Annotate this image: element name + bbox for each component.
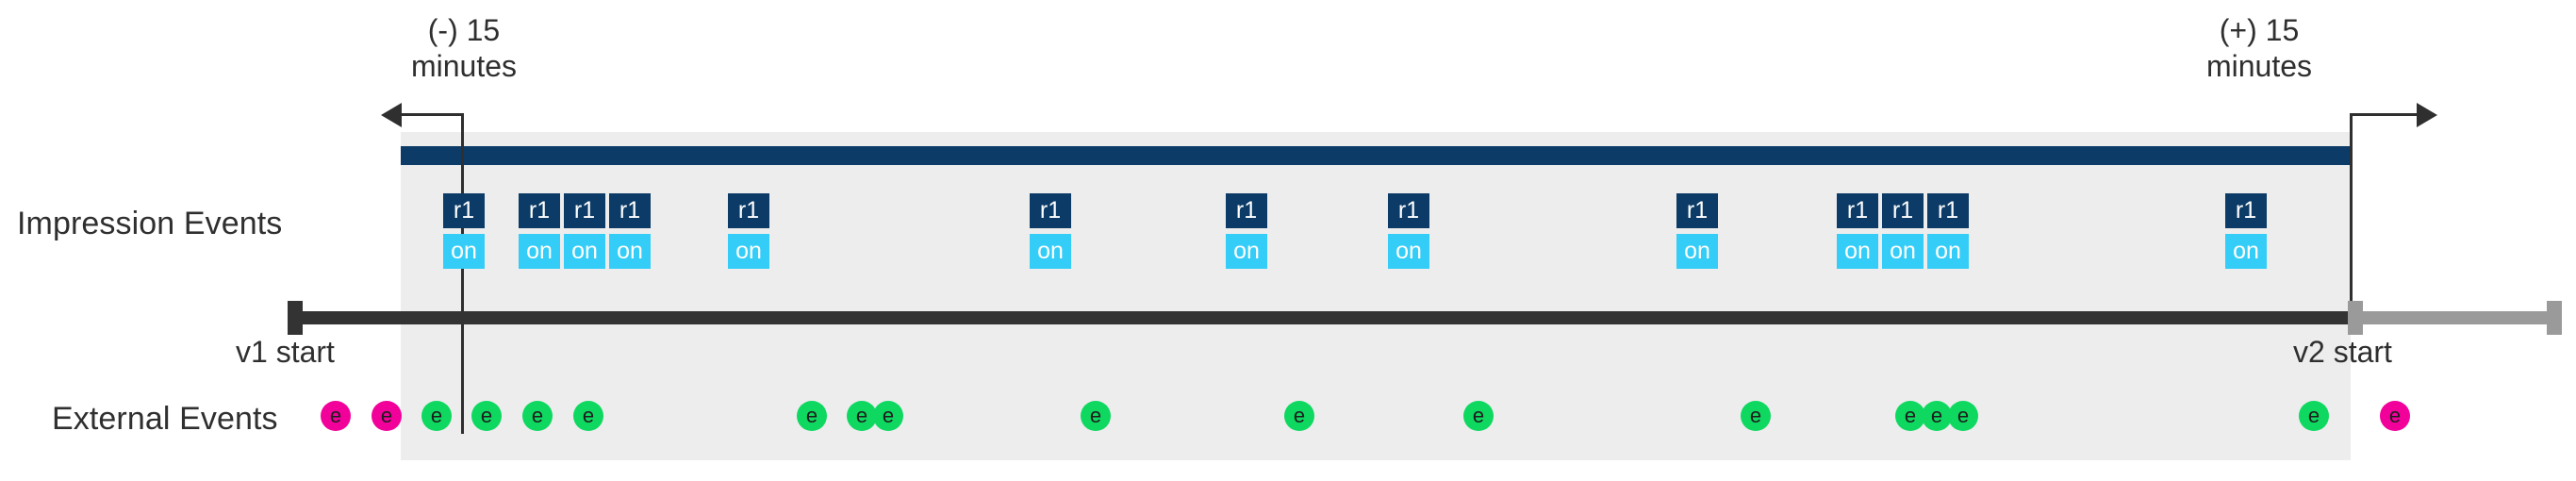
left-arrow-icon <box>381 103 402 127</box>
plus-15-minutes-callout: (+) 15 minutes <box>2137 13 2382 85</box>
v2-start-label: v2 start <box>2293 335 2392 369</box>
right-arrow-icon <box>2417 103 2437 127</box>
state-badge: on <box>564 234 605 269</box>
state-badge: on <box>1676 234 1718 269</box>
window-start-guide-line <box>461 113 464 434</box>
state-badge: on <box>1226 234 1267 269</box>
external-event-dot[interactable]: e <box>372 401 402 431</box>
state-badge: on <box>1030 234 1071 269</box>
request-badge: r1 <box>2225 193 2267 228</box>
impression-event-stack[interactable]: r1 on <box>564 193 605 269</box>
external-event-dot[interactable]: e <box>1922 401 1952 431</box>
impression-event-stack[interactable]: r1 on <box>443 193 485 269</box>
v2-axis-segment <box>2354 311 2562 324</box>
external-event-dot[interactable]: e <box>522 401 553 431</box>
external-event-dot[interactable]: e <box>873 401 903 431</box>
attribution-window-band <box>401 132 2351 460</box>
impression-events-label: Impression Events <box>17 206 283 241</box>
request-badge: r1 <box>1927 193 1969 228</box>
window-end-guide-line <box>2350 113 2353 323</box>
plus-15-arrow-stem <box>2350 113 2419 116</box>
external-event-dot[interactable]: e <box>421 401 452 431</box>
external-event-dot[interactable]: e <box>321 401 351 431</box>
state-badge: on <box>2225 234 2267 269</box>
request-badge: r1 <box>1676 193 1718 228</box>
state-badge: on <box>1837 234 1878 269</box>
v1-axis-segment <box>288 311 2354 324</box>
external-event-dot[interactable]: e <box>573 401 603 431</box>
impression-event-stack[interactable]: r1 on <box>728 193 769 269</box>
external-event-dot[interactable]: e <box>471 401 502 431</box>
request-badge: r1 <box>519 193 560 228</box>
request-badge: r1 <box>1837 193 1878 228</box>
minus-15-minutes-text: (-) 15 minutes <box>410 13 518 83</box>
request-badge: r1 <box>609 193 651 228</box>
state-badge: on <box>1882 234 1924 269</box>
external-event-dot[interactable]: e <box>797 401 827 431</box>
impression-event-stack[interactable]: r1 on <box>1030 193 1071 269</box>
external-event-dot[interactable]: e <box>1948 401 1978 431</box>
external-event-dot[interactable]: e <box>2299 401 2329 431</box>
impression-event-stack[interactable]: r1 on <box>1676 193 1718 269</box>
impression-event-stack[interactable]: r1 on <box>519 193 560 269</box>
v1-start-label: v1 start <box>236 335 335 369</box>
v2-end-cap <box>2547 301 2562 335</box>
impression-event-stack[interactable]: r1 on <box>2225 193 2267 269</box>
impression-event-stack[interactable]: r1 on <box>1226 193 1267 269</box>
minus-15-arrow-stem <box>395 113 464 116</box>
state-badge: on <box>1927 234 1969 269</box>
state-badge: on <box>443 234 485 269</box>
external-event-dot[interactable]: e <box>1895 401 1925 431</box>
impression-event-stack[interactable]: r1 on <box>1388 193 1429 269</box>
state-badge: on <box>519 234 560 269</box>
request-badge: r1 <box>1226 193 1267 228</box>
external-event-dot[interactable]: e <box>2380 401 2410 431</box>
external-event-dot[interactable]: e <box>1284 401 1314 431</box>
state-badge: on <box>609 234 651 269</box>
external-event-dot[interactable]: e <box>1463 401 1494 431</box>
request-badge: r1 <box>1030 193 1071 228</box>
state-badge: on <box>728 234 769 269</box>
request-badge: r1 <box>1882 193 1924 228</box>
minus-15-minutes-callout: (-) 15 minutes <box>341 13 586 85</box>
request-badge: r1 <box>564 193 605 228</box>
plus-15-minutes-text: (+) 15 minutes <box>2205 13 2313 83</box>
external-events-label: External Events <box>52 401 278 437</box>
request-badge: r1 <box>728 193 769 228</box>
external-event-dot[interactable]: e <box>847 401 877 431</box>
v2-start-cap <box>2348 301 2363 335</box>
external-event-dot[interactable]: e <box>1741 401 1771 431</box>
impression-event-stack[interactable]: r1 on <box>1927 193 1969 269</box>
impression-event-stack[interactable]: r1 on <box>609 193 651 269</box>
v1-start-cap <box>288 301 303 335</box>
request-badge: r1 <box>1388 193 1429 228</box>
impression-event-stack[interactable]: r1 on <box>1837 193 1878 269</box>
request-badge: r1 <box>443 193 485 228</box>
version-rule-bar <box>401 146 2351 165</box>
external-event-dot[interactable]: e <box>1081 401 1111 431</box>
impression-event-stack[interactable]: r1 on <box>1882 193 1924 269</box>
state-badge: on <box>1388 234 1429 269</box>
